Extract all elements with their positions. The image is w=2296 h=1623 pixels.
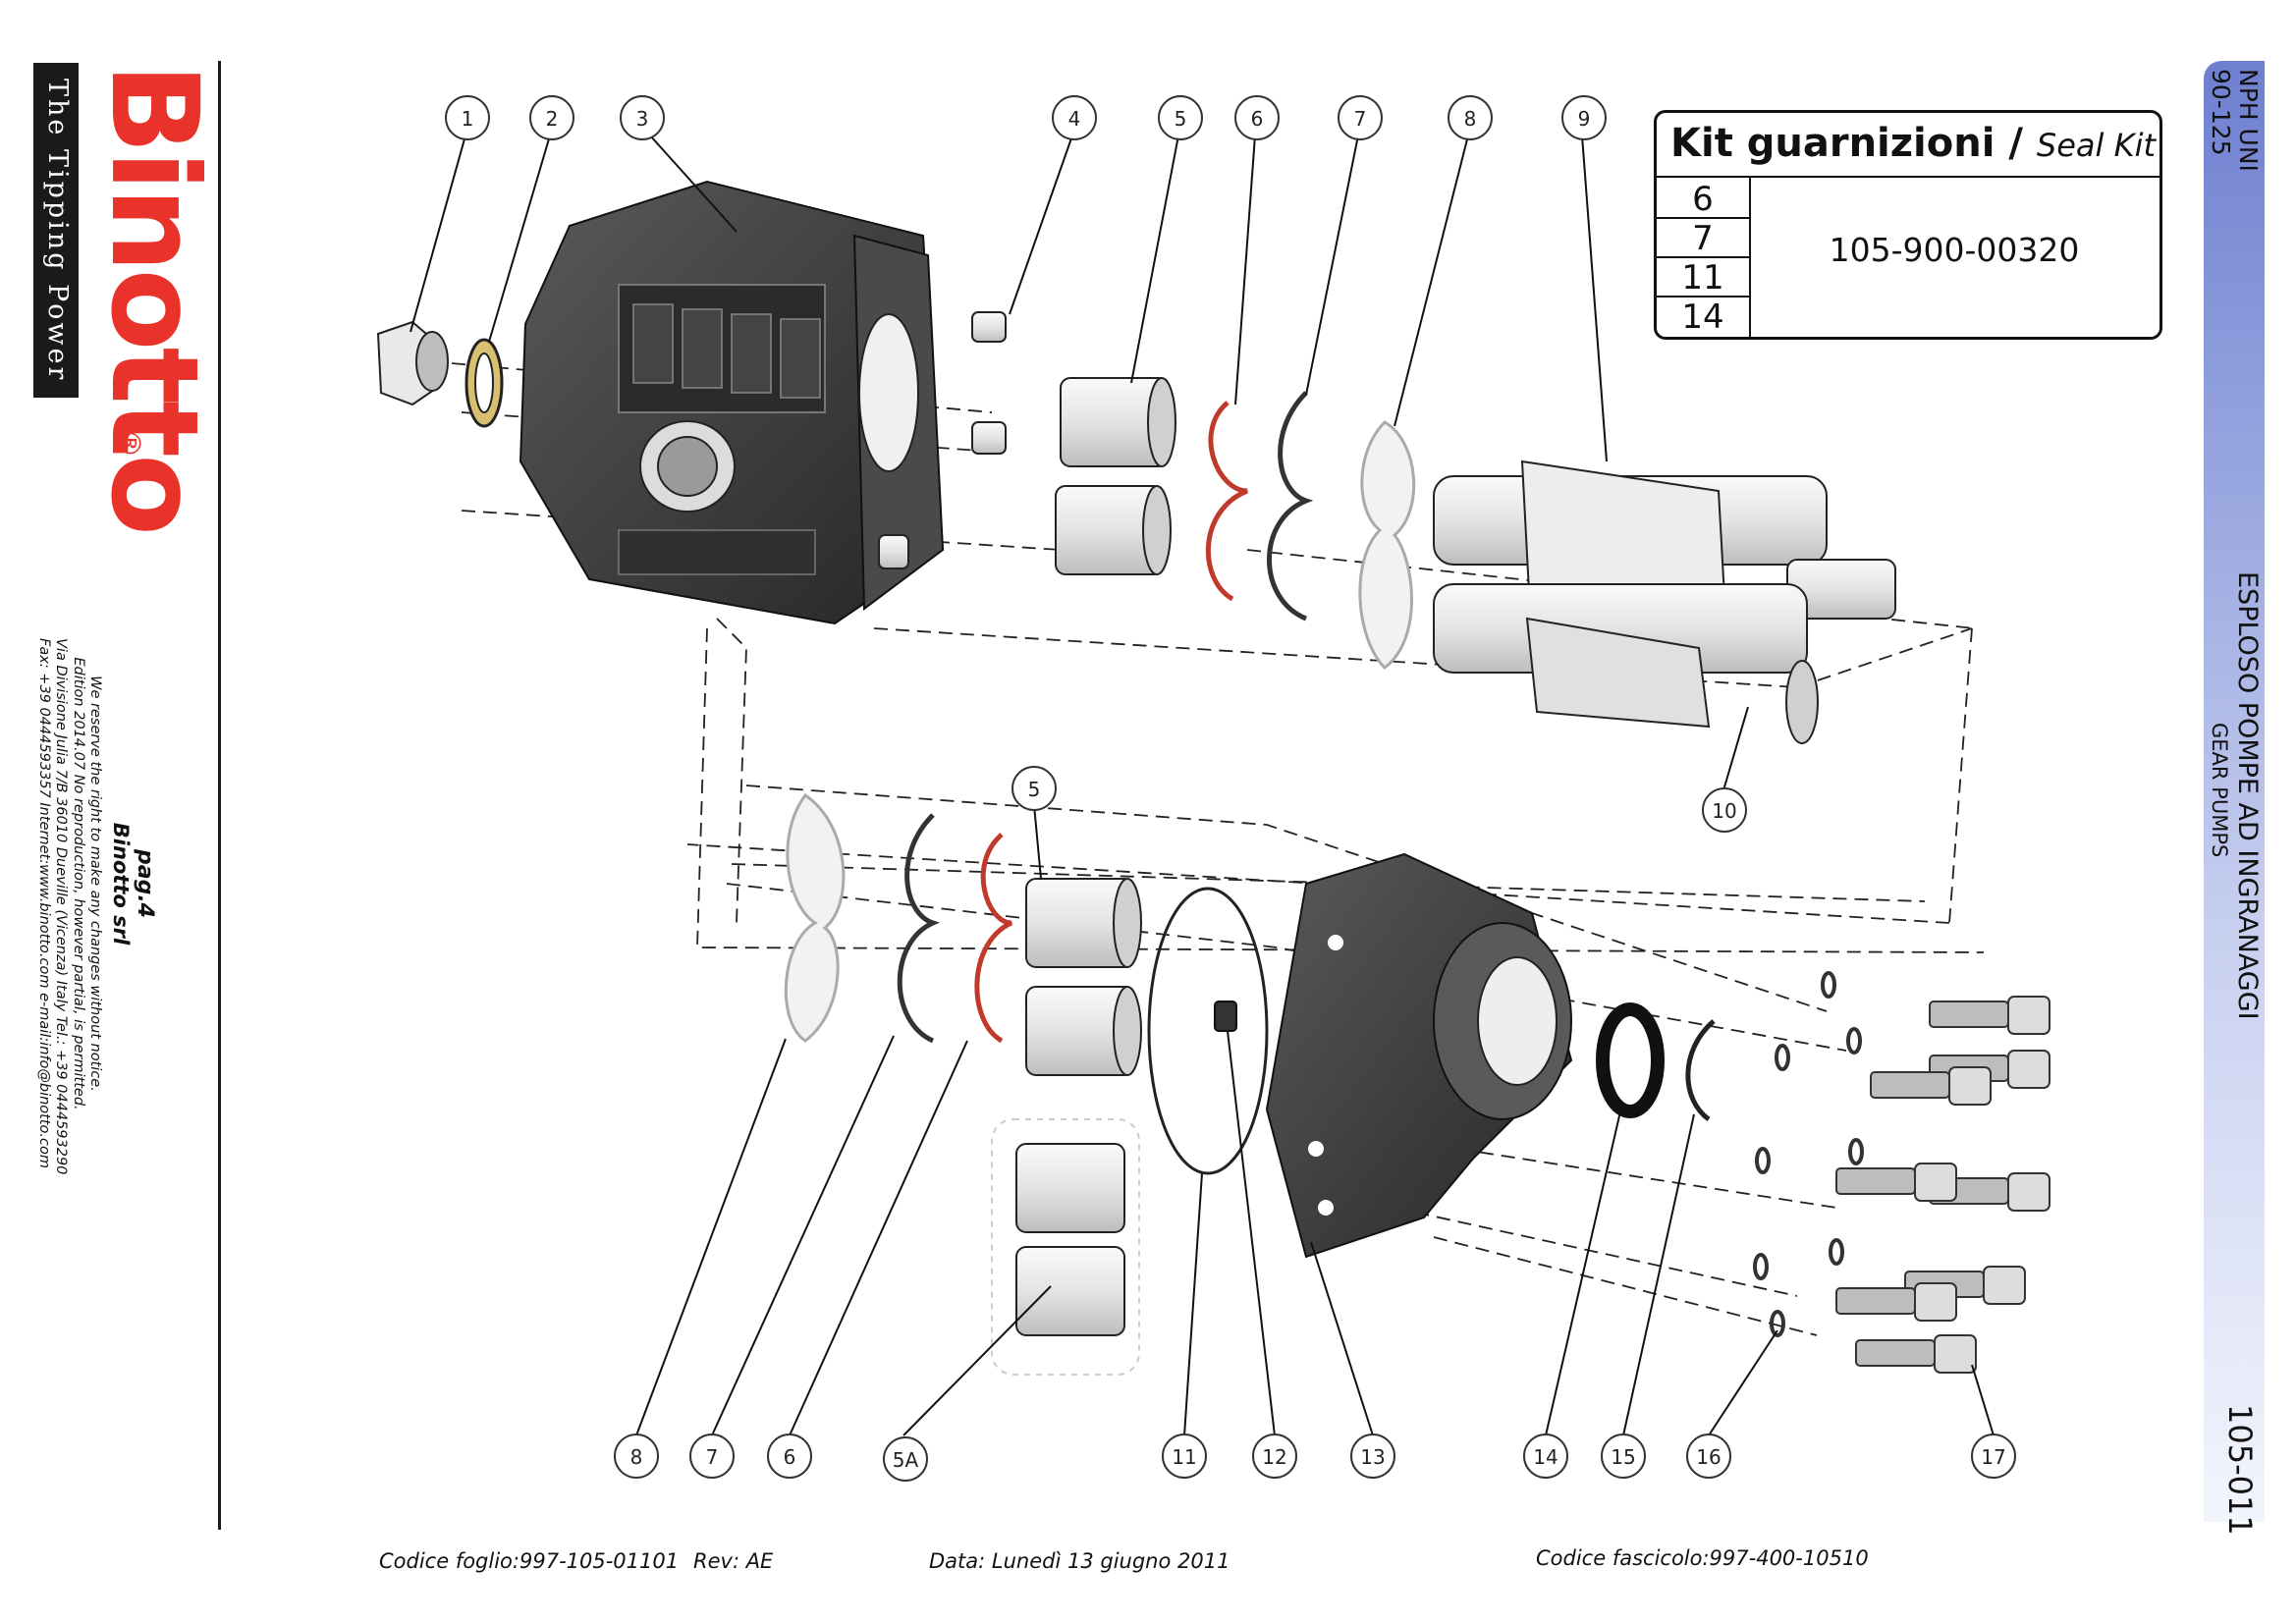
washer-hole <box>474 352 494 413</box>
part-dowel-pins <box>878 311 1007 569</box>
callout-6-lower: 6 <box>784 1445 796 1469</box>
date: Data: Lunedì 13 giugno 2011 <box>929 1549 1230 1573</box>
callout-2: 2 <box>546 107 559 131</box>
callout-7: 7 <box>1354 107 1367 131</box>
part-plug <box>376 320 449 406</box>
kit-item: 11 <box>1681 258 1724 298</box>
part-flange <box>1265 852 1573 1259</box>
revision: Rev: AE <box>693 1549 774 1573</box>
part-seal-ring-lower <box>897 813 940 1044</box>
part-driven-shaft <box>1433 583 1819 744</box>
part-bushings-5a <box>991 1118 1140 1376</box>
part-pump-housing <box>519 180 945 625</box>
callout-8-lower: 8 <box>630 1445 643 1469</box>
sheet-code: Codice foglio:997-105-01101 <box>379 1549 680 1573</box>
callout-7-lower: 7 <box>706 1445 719 1469</box>
callout-14: 14 <box>1533 1445 1558 1469</box>
kit-item: 7 <box>1692 219 1714 258</box>
part-wear-plate-lower <box>784 792 846 1043</box>
part-lip-seal <box>1596 1002 1665 1118</box>
part-gasket-upper <box>1205 401 1248 602</box>
kit-title-en: Seal Kit <box>2036 127 2157 164</box>
callout-5-lower: 5 <box>1028 778 1041 801</box>
callout-8: 8 <box>1464 107 1477 131</box>
kit-title: Kit guarnizioni / Seal Kit <box>1670 121 2156 166</box>
part-o-ring <box>1147 887 1269 1175</box>
callout-15: 15 <box>1611 1445 1635 1469</box>
left-divider <box>218 61 221 1530</box>
callout-10: 10 <box>1712 799 1736 823</box>
part-bushings-lower <box>1025 878 1142 1076</box>
callout-6: 6 <box>1251 107 1264 131</box>
kit-row-rule <box>1657 256 1751 258</box>
kit-rule <box>1657 176 2159 178</box>
callout-11: 11 <box>1172 1445 1196 1469</box>
callout-labels: 1 2 3 4 5 6 7 8 9 10 5 8 7 6 5A 11 12 13… <box>462 107 2006 1472</box>
part-bushings-upper <box>1055 377 1176 575</box>
file-code: Codice fascicolo:997-400-10510 <box>1536 1546 1869 1570</box>
kit-code: 105-900-00320 <box>1829 231 2080 269</box>
side-strip <box>2204 61 2265 1522</box>
part-wear-plate-upper <box>1358 420 1416 670</box>
callout-9: 9 <box>1578 107 1591 131</box>
callout-17: 17 <box>1981 1445 2005 1469</box>
callout-circles <box>445 95 2016 1482</box>
part-circlip <box>1685 1019 1716 1122</box>
leader-lines <box>410 135 1995 1436</box>
kit-item: 6 <box>1692 180 1714 219</box>
callout-5a: 5A <box>893 1448 919 1472</box>
kit-row-rule <box>1657 296 1751 298</box>
kit-item: 14 <box>1681 298 1724 337</box>
callout-3: 3 <box>636 107 649 131</box>
part-pin-12 <box>1214 1001 1237 1032</box>
callout-4: 4 <box>1068 107 1081 131</box>
callout-5: 5 <box>1175 107 1187 131</box>
callout-16: 16 <box>1696 1445 1721 1469</box>
kit-row-rule <box>1657 217 1751 219</box>
seal-kit-table: Kit guarnizioni / Seal Kit 6 7 11 14 105… <box>1654 110 2162 340</box>
callout-1: 1 <box>462 107 474 131</box>
kit-separator: / <box>2008 121 2023 166</box>
kit-title-it: Kit guarnizioni <box>1670 121 1995 166</box>
part-seal-ring-upper <box>1267 391 1314 622</box>
callout-13: 13 <box>1360 1445 1385 1469</box>
part-screws <box>1835 996 2050 1374</box>
callout-12: 12 <box>1262 1445 1286 1469</box>
part-washers <box>1753 971 1864 1337</box>
part-gasket-lower <box>974 833 1013 1044</box>
